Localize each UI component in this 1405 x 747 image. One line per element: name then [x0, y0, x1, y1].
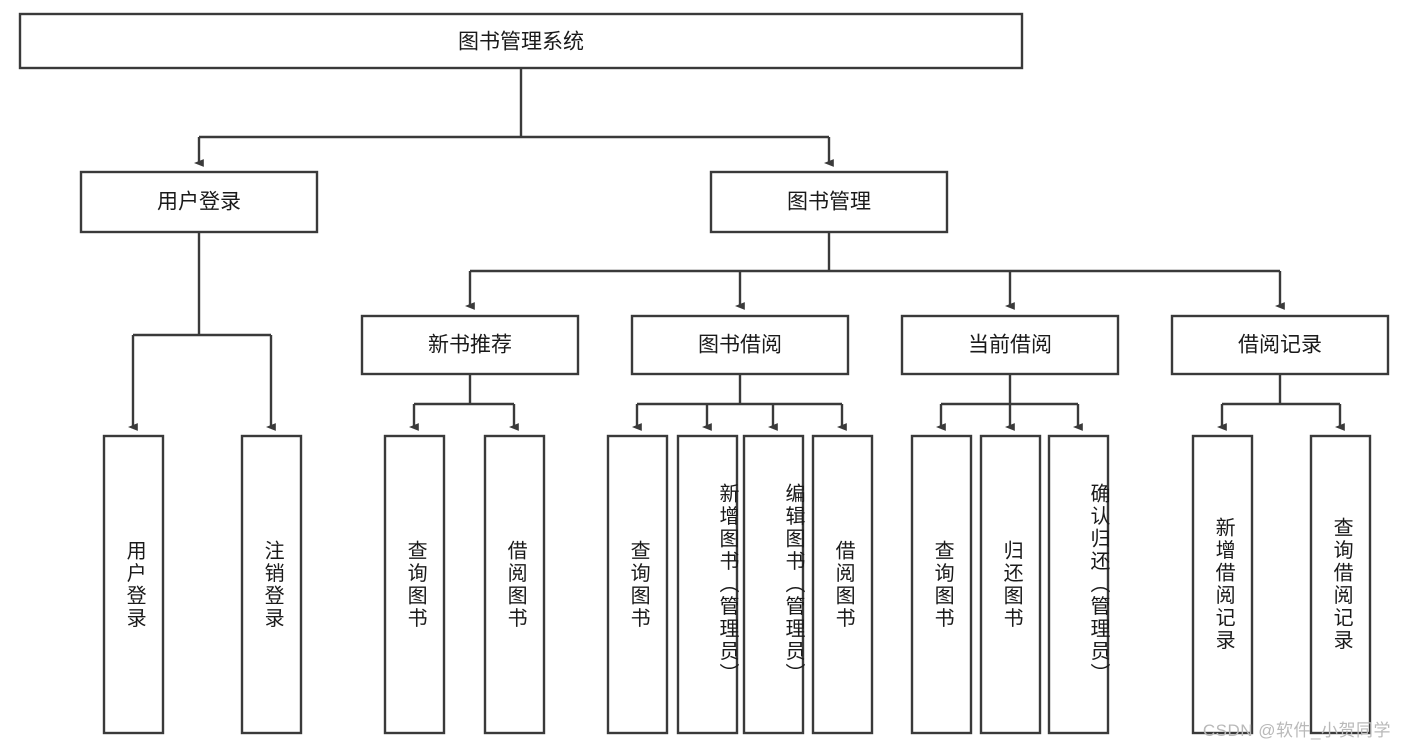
leaf-query-record-box[interactable] [1309, 434, 1372, 735]
leaf-confirm-return-box[interactable] [1047, 434, 1110, 735]
node-book-borrow-label: 图书借阅 [698, 334, 782, 357]
node-book-manage-label: 图书管理 [787, 191, 871, 214]
node-user-login[interactable]: 用户登录 [79, 170, 319, 234]
node-root-box [18, 12, 1024, 70]
leaf-edit-book-box[interactable] [742, 434, 805, 735]
node-new-book-rec-label: 新书推荐 [428, 334, 512, 357]
leaf-query-book-1-box[interactable] [383, 434, 446, 735]
node-root[interactable]: 图书管理系统 [18, 12, 1024, 70]
leaf-query-book-2-box[interactable] [606, 434, 669, 735]
node-borrow-record[interactable]: 借阅记录 [1170, 314, 1390, 376]
leaf-borrow-book-2-box[interactable] [811, 434, 874, 735]
leaf-query-book-3-box[interactable] [910, 434, 973, 735]
node-borrow-record-box [1170, 314, 1390, 376]
node-current-borrow[interactable]: 当前借阅 [900, 314, 1120, 376]
leaf-user-login-box[interactable] [102, 434, 165, 735]
leaf-borrow-book-1-box[interactable] [483, 434, 546, 735]
leaf-return-book-box[interactable] [979, 434, 1042, 735]
node-root-label: 图书管理系统 [458, 31, 584, 54]
node-current-borrow-label: 当前借阅 [968, 334, 1052, 357]
node-user-login-label: 用户登录 [157, 191, 241, 214]
node-new-book-rec-box [360, 314, 580, 376]
node-book-manage-box [709, 170, 949, 234]
node-book-borrow[interactable]: 图书借阅 [630, 314, 850, 376]
node-book-manage[interactable]: 图书管理 [709, 170, 949, 234]
csdn-watermark: CSDN @软件_小贺同学 [1202, 721, 1391, 740]
leaf-logout-box[interactable] [240, 434, 303, 735]
node-borrow-record-label: 借阅记录 [1238, 334, 1322, 357]
node-book-borrow-box [630, 314, 850, 376]
node-new-book-rec[interactable]: 新书推荐 [360, 314, 580, 376]
leaf-add-book-box[interactable] [676, 434, 739, 735]
leaf-add-record-box[interactable] [1191, 434, 1254, 735]
node-current-borrow-box [900, 314, 1120, 376]
